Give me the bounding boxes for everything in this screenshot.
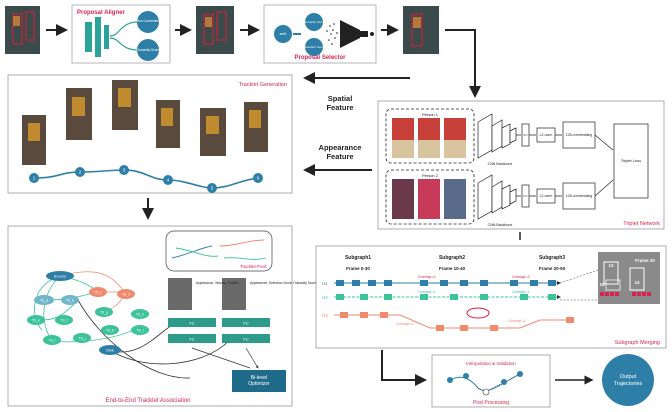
triplet-network-panel: Triplet Network Person 1 Person 2 CNN Ba… [377, 100, 665, 230]
tracklet-node-label: 6 [257, 176, 260, 181]
overlap-label: Overlap=1 [508, 319, 526, 323]
post-processing-panel: Interpolation & Validation Post Processi… [431, 354, 551, 408]
fc-box: FC [243, 321, 248, 326]
graph-node-label: TS_e [32, 319, 40, 323]
sink-node: Sink [106, 348, 114, 353]
fc-label-1: FC [524, 133, 529, 137]
graph-node-label: TS_f [60, 319, 67, 323]
fc-box: FC [189, 337, 194, 342]
frame-range-2: Frame 10-40 [439, 266, 466, 271]
graph-node-label: TS_d [122, 293, 130, 297]
frame20-label: Frame 20 [635, 258, 655, 263]
tracklet-gen-title: Tracklet Generation [239, 82, 287, 88]
subgraph-merging-panel: Subgraph Merging Subgraph1 Subgraph2 Sub… [315, 245, 667, 349]
post-title: Post Processing [473, 400, 509, 406]
selected-frame-image [403, 6, 439, 54]
funnel-icon [340, 20, 360, 48]
graph-node-label: TS_h [136, 313, 144, 317]
subgraph1-label: Subgraph1 [345, 255, 371, 261]
frame-range-3: Frame 20-50 [539, 266, 566, 271]
fc-box: FC [243, 337, 248, 342]
proposal-selector-box: auth Humanity Score Detection Score Prop… [263, 4, 377, 64]
input-frame-image [5, 6, 40, 54]
tracklet-node-label: 5 [211, 186, 214, 191]
aligned-frame-image [196, 6, 234, 54]
frame-range-1: Frame 0-30 [346, 266, 370, 271]
l2-label-2: L2-norm [540, 194, 553, 198]
e2e-association-panel: End-to-End Tracklet Association Tracklet… [7, 225, 316, 407]
subgraph2-label: Subgraph2 [439, 255, 465, 261]
selector-humanity: Humanity Score [303, 20, 325, 24]
arrow [381, 350, 427, 386]
overlap-label: Overlap=1 [512, 290, 530, 294]
overlap-label: Overlap=2 [418, 275, 436, 279]
tracklet-pool-title: Tracklet Pool [240, 264, 266, 269]
graph-node-label: TS_b [66, 299, 74, 303]
e2e-title: End-to-End Tracklet Association [105, 398, 190, 404]
source-node: Source [54, 274, 67, 279]
row-label-h2: H2 [322, 295, 328, 300]
tracklet-nodes: 1 2 3 4 5 6 [29, 165, 263, 193]
subgraph-title: Subgraph Merging [615, 340, 660, 346]
arrow [445, 29, 481, 98]
l2-label-1: L2-norm [540, 133, 553, 137]
embedding-label-2: 128-d embedding [566, 194, 593, 198]
box-label: 13 [608, 263, 614, 268]
tracklet-node-label: 4 [167, 178, 170, 183]
feat-left-text: Appearance, Velocity, Position [196, 281, 239, 285]
tracklet-graph-nodes: TS_a TS_b TS_c TS_d TS_e TS_f TS_g TS_h … [27, 287, 149, 345]
backbone-label-1: CNN Backbone [488, 162, 513, 166]
person2-label: Person 2 [422, 173, 439, 178]
graph-node-label: TS_g [100, 311, 108, 315]
aligner-humanity: Humanity Score [137, 48, 160, 52]
box-label: 14 [634, 280, 640, 285]
aligner-box-coord: Box Coordinate [137, 19, 159, 23]
tracklet-node-label: 3 [123, 168, 126, 173]
fc-label-2: FC [524, 194, 529, 198]
selector-input: auth [280, 32, 287, 36]
backbone-label-2: CNN Backbone [488, 223, 513, 227]
selector-detection: Detection Score [303, 45, 325, 49]
graph-node-label: TS_c [94, 291, 102, 295]
graph-node-label: TS_i [49, 339, 56, 343]
interp-label: Interpolation & Validation [466, 361, 516, 366]
proposal-aligner-box: Proposal Aligner Box Coordinate Humanity… [71, 4, 171, 64]
embedding-label-1: 128-d embedding [566, 133, 593, 137]
person1-label: Person 1 [422, 112, 439, 117]
graph-node-label: TS_l [137, 329, 144, 333]
triplet-loss-label: Triplet Loss [621, 158, 641, 163]
fc-box: FC [189, 321, 194, 326]
aligner-title: Proposal Aligner [77, 10, 125, 16]
graph-node-label: TS_k [106, 329, 114, 333]
graph-node-label: TS_a [40, 299, 48, 303]
row-label-h1: H1 [322, 281, 328, 286]
tracklet-node-label: 1 [33, 176, 36, 181]
overlap-label: Overlap=2 [512, 275, 530, 279]
box-label: 18 [599, 282, 605, 287]
subgraph3-label: Subgraph3 [539, 255, 565, 261]
tracklet-node-label: 2 [79, 170, 82, 175]
triplet-title: Triplet Network [623, 221, 660, 227]
graph-node-label: TS_j [79, 337, 86, 341]
selector-title: Proposal Selector [294, 55, 346, 61]
tracklet-image [22, 80, 268, 165]
tracklet-generation-panel: Tracklet Generation 1 2 3 4 5 6 [7, 74, 293, 194]
overlap-label: Overlap=2 [396, 322, 414, 326]
overlap-label: Overlap=1 [418, 290, 436, 294]
feat-right-text: Appearance, Detection Score, Humanity Sc… [250, 281, 316, 285]
row-label-h3: H3 [322, 313, 328, 318]
